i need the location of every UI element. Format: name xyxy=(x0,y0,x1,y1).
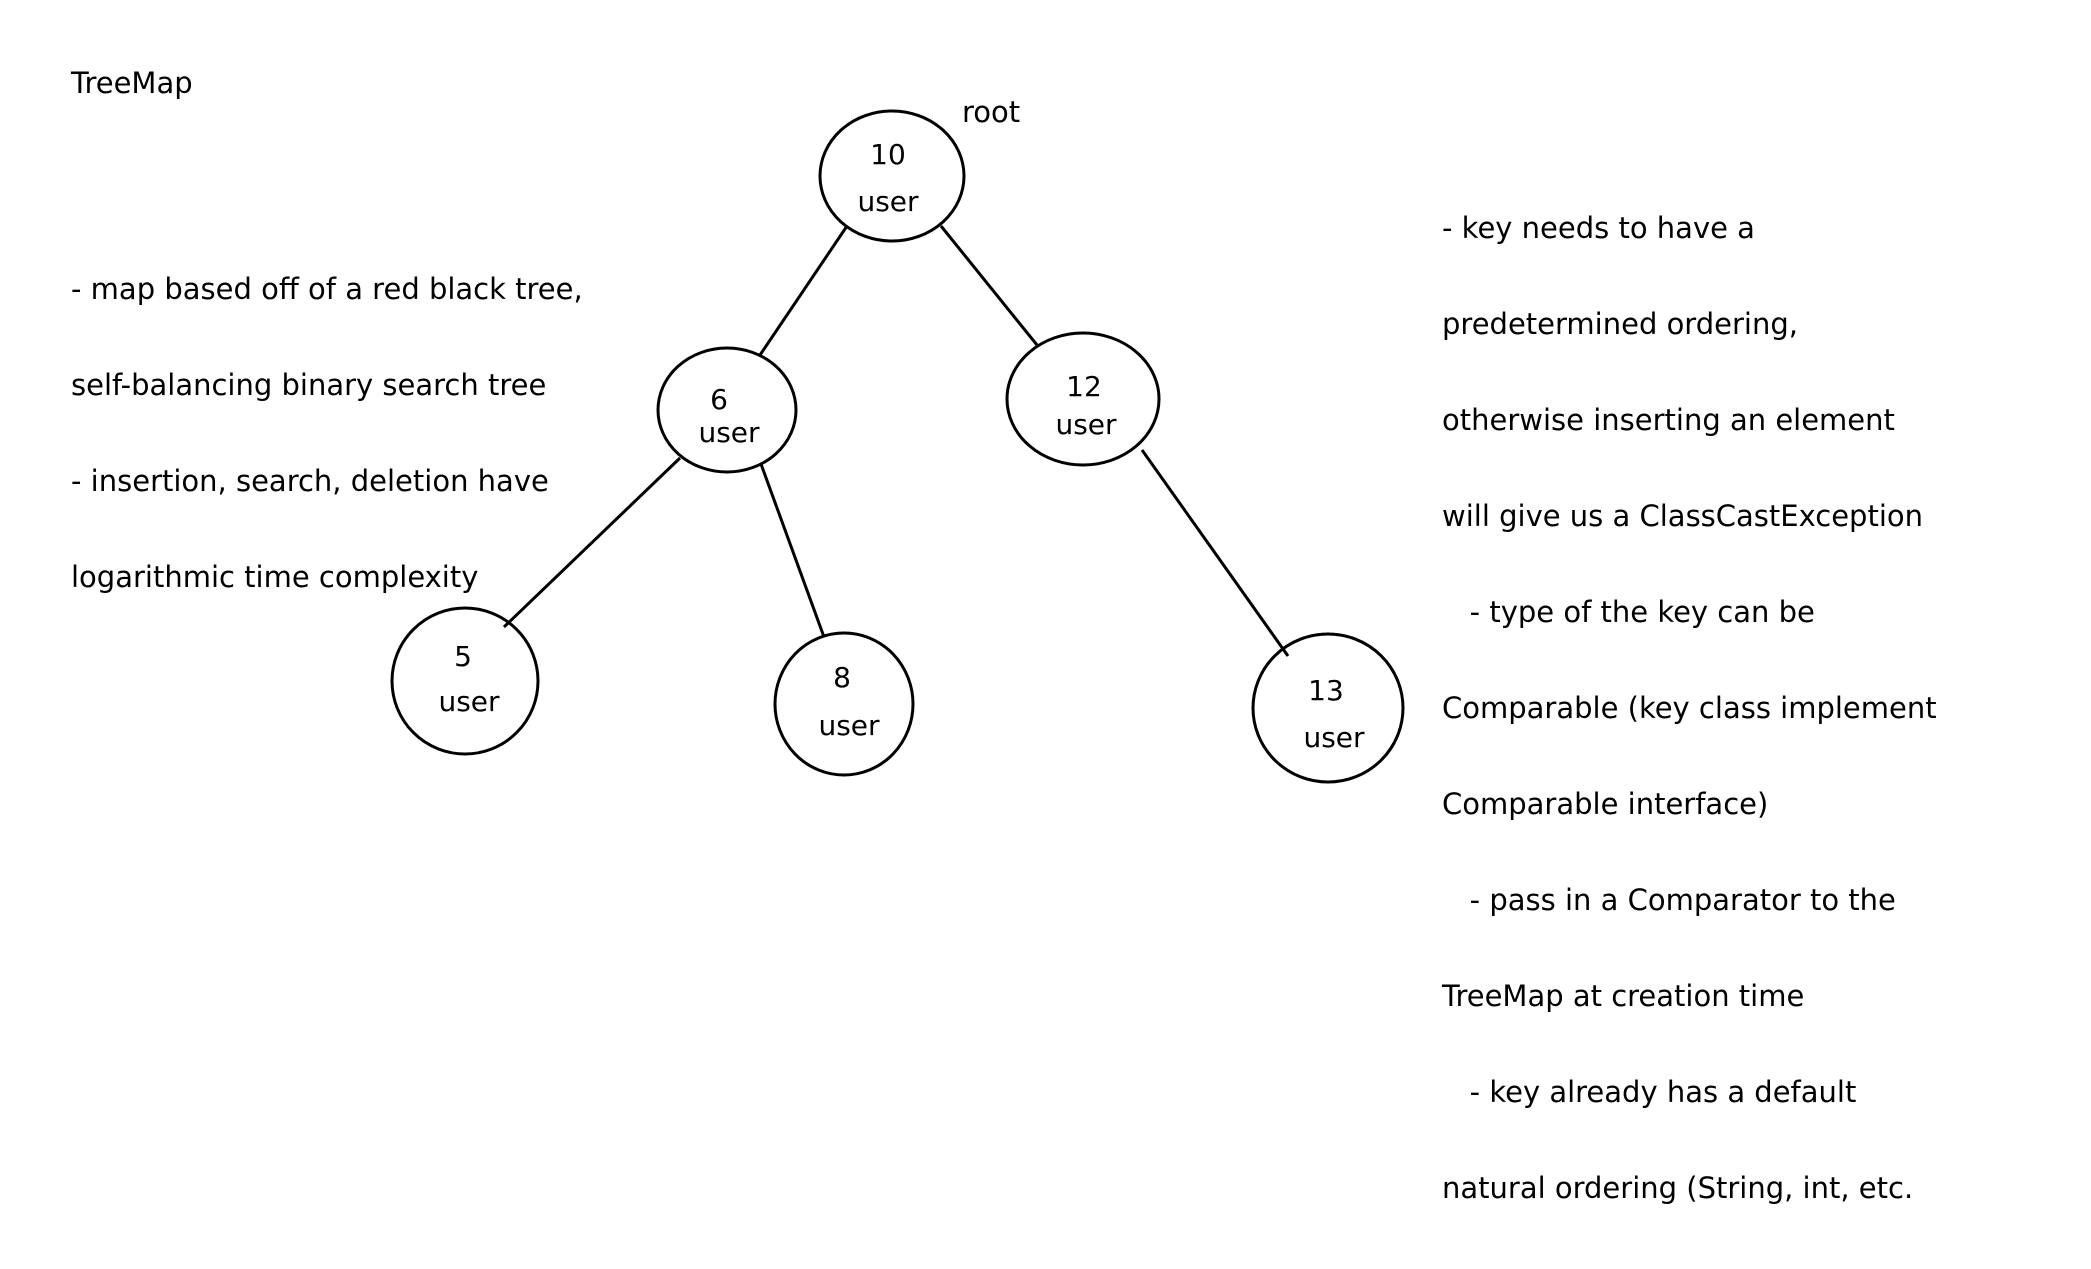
node-key: 13 xyxy=(1308,674,1344,707)
node-circle xyxy=(1251,632,1405,784)
left-note-line: - insertion, search, deletion have xyxy=(71,464,549,498)
right-note-line: Comparable interface) xyxy=(1442,787,1769,821)
node-value: user xyxy=(438,685,500,718)
tree-node: 12 user xyxy=(1005,331,1161,467)
tree-node: 8 user xyxy=(773,631,915,777)
node-key: 8 xyxy=(833,661,851,694)
node-value: user xyxy=(857,185,919,218)
node-circle xyxy=(1005,331,1161,467)
node-value: user xyxy=(818,709,880,742)
right-note-line: - pass in a Comparator to the xyxy=(1442,883,1896,917)
right-note-line: Comparable (key class implement xyxy=(1442,691,1937,725)
node-key: 5 xyxy=(454,640,472,673)
node-value: user xyxy=(698,416,760,449)
right-note-line: predetermined ordering, xyxy=(1442,307,1798,341)
node-circle xyxy=(773,631,915,777)
right-note-line: TreeMap at creation time xyxy=(1442,979,1805,1013)
tree-diagram: 10 user 6 user 12 user 5 user 8 user 13 … xyxy=(390,109,1405,784)
tree-edge xyxy=(502,456,682,629)
node-circle xyxy=(390,606,540,756)
tree-node: 5 user xyxy=(390,606,540,756)
tree-node: 13 user xyxy=(1251,632,1405,784)
node-value: user xyxy=(1303,721,1365,754)
right-note-line: - key needs to have a xyxy=(1442,211,1755,245)
right-note-line: - type of the key can be xyxy=(1442,595,1815,629)
tree-node: 10 user xyxy=(818,109,966,243)
node-circle xyxy=(656,346,798,474)
right-note-line: otherwise inserting an element xyxy=(1442,403,1895,437)
left-notes: - map based off of a red black tree, sel… xyxy=(71,209,583,657)
tree-edges xyxy=(502,225,1290,657)
diagram-canvas: TreeMap - map based off of a red black t… xyxy=(71,66,1937,1204)
left-note-line: self-balancing binary search tree xyxy=(71,368,547,402)
tree-node: 6 user xyxy=(656,346,798,474)
node-value: user xyxy=(1055,408,1117,441)
node-circle xyxy=(818,109,966,243)
node-key: 10 xyxy=(870,138,906,171)
tree-edge xyxy=(758,225,849,356)
root-label: root xyxy=(962,95,1021,129)
node-key: 6 xyxy=(710,383,728,416)
right-note-line: natural ordering (String, int, etc. xyxy=(1442,1171,1914,1205)
tree-edge xyxy=(939,225,1039,346)
page-title: TreeMap xyxy=(71,66,193,100)
tree-edge xyxy=(759,463,826,638)
tree-edge xyxy=(1140,449,1290,657)
right-note-line: will give us a ClassCastException xyxy=(1442,499,1924,533)
left-note-line: - map based off of a red black tree, xyxy=(71,272,583,306)
node-key: 12 xyxy=(1066,370,1102,403)
left-note-line: logarithmic time complexity xyxy=(71,560,479,594)
